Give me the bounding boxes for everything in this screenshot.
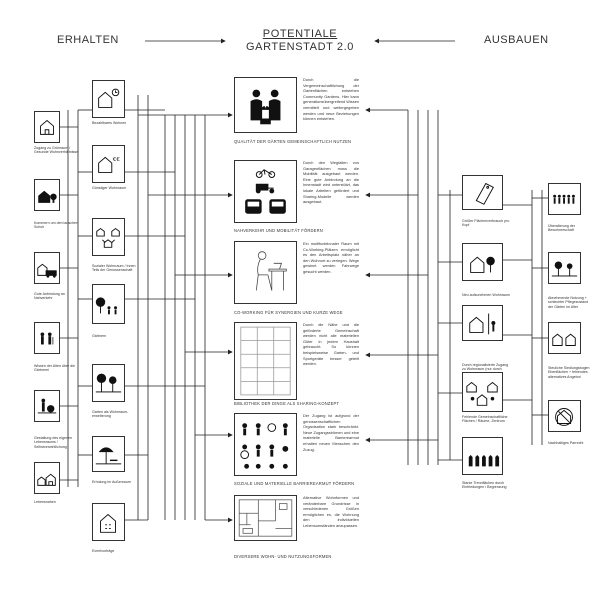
svg-text:€€: €€	[113, 157, 121, 163]
central-caption-3: CO-WORKING FÜR SYNERGIEN UND KURZE WEGE	[234, 310, 343, 315]
central-text-2: Durch den Wegfallen von Garagenflächen m…	[303, 160, 359, 205]
village-icon	[37, 473, 56, 486]
title-line-2: GARTENSTADT 2.0	[245, 41, 355, 53]
left-outer-label-3: Gute Anbindung an Nahverkehr	[34, 292, 65, 301]
central-caption-6: DIVERSERE WOHN- UND NUTZUNGSFORMEN	[234, 554, 332, 559]
house-train-icon	[37, 263, 57, 278]
central-caption-5: SOZIALE UND MATERIELLE BARRIEREARMUT FÖR…	[234, 481, 355, 486]
floorplan-icon	[238, 499, 293, 537]
central-caption-4: BIBLIOTHEK DER DINGE ALS SHARING-KONZEPT	[234, 401, 340, 406]
right-outer-box-2	[548, 252, 581, 284]
house-garden-icon	[38, 190, 57, 203]
left-inner-box-1	[92, 80, 125, 118]
house-tree-icon	[470, 256, 495, 273]
left-inner-label-5: Garten als Wohnraum-erweiterung	[92, 410, 129, 419]
right-outer-box-1	[548, 183, 581, 215]
coworking-icon	[255, 251, 287, 291]
tag-icon	[475, 182, 494, 205]
central-box-1	[234, 77, 297, 133]
right-inner-box-2	[462, 243, 503, 281]
central-text-6: Alternative Wohnformen und veränderbare …	[303, 495, 359, 528]
central-text-1: Durch die Vergemeinschaftlichung der Gar…	[303, 77, 360, 122]
left-outer-box-4	[34, 322, 60, 354]
central-box-2	[234, 160, 297, 223]
trees-icon	[551, 261, 578, 277]
left-inner-label-1: Bezahlbares Wohnen	[92, 121, 127, 125]
left-inner-box-3	[92, 218, 125, 256]
right-outer-label-1: Überalterung der Bewohnerschaft	[548, 224, 575, 233]
accessibility-icons	[240, 423, 289, 469]
left-inner-label-2: Günstiger Wohnraum	[92, 186, 127, 190]
left-outer-label-1: Zugang zu Grünraum / Gesunde Wohnverhält…	[34, 146, 79, 155]
house-euro-icon: €€	[98, 156, 121, 173]
house-sun-icon	[100, 513, 117, 533]
left-inner-box-5	[92, 364, 125, 402]
right-outer-box-4	[548, 400, 581, 432]
houses-icon	[552, 333, 576, 346]
central-text-3: Ein multifunktionaler Raum mit Co-Workin…	[303, 241, 359, 274]
diagram-title: POTENTIALE GARTENSTADT 2.0	[225, 28, 375, 54]
shelves-icon	[240, 326, 291, 396]
right-inner-label-1: Größer Flächenverbrauch pro Kopf	[462, 219, 510, 228]
community-garden-icon	[250, 89, 281, 125]
left-inner-box-4	[92, 284, 125, 324]
left-inner-box-7	[92, 503, 125, 541]
house-clock-icon	[98, 88, 120, 108]
left-inner-label-4: Gärtnern	[92, 334, 107, 338]
houses-cycle-icon	[96, 227, 120, 248]
right-outer-label-2: Abnehmende Nutzung + schlechter Pflegezu…	[548, 296, 589, 309]
central-box-4	[234, 322, 297, 400]
left-inner-box-2: €€	[92, 145, 125, 183]
left-outer-label-5: Gestaltung des eigenen Lebensraums / Sel…	[34, 436, 72, 449]
right-inner-box-1	[462, 175, 503, 210]
mobility-icon	[245, 169, 286, 214]
left-outer-label-6: Lebensnahen	[34, 500, 56, 504]
left-outer-label-2: Kommern um den lauschen Schuh	[34, 221, 78, 230]
right-inner-label-4: Fehlende Gemeinschaftliche Flächen / Räu…	[462, 415, 508, 424]
left-outer-label-4: Wissen der Alten über die Gärtnerei	[34, 364, 75, 373]
fence-icon	[468, 455, 500, 467]
left-outer-box-3	[34, 252, 60, 284]
left-inner-label-7: Eventvorträge	[92, 549, 115, 553]
right-inner-label-2: Neu aufzunehmen Wohnraum	[462, 293, 510, 297]
header-left: ERHALTEN	[57, 34, 119, 46]
right-outer-label-3: Steuliche Siedlungsbogen Ebenflächen + f…	[548, 366, 590, 379]
right-inner-box-4	[462, 372, 503, 412]
central-caption-1: QUALITÄT DER GÄRTEN GEMEINSCHAFTLICH NUT…	[234, 139, 352, 144]
right-inner-box-3	[462, 305, 503, 341]
no-house-icon	[555, 408, 573, 426]
left-outer-box-6	[34, 462, 60, 494]
left-inner-label-3: Sozialer Wohnraum / Innen Teils der Geno…	[92, 264, 136, 273]
header-right: AUSBAUEN	[484, 34, 549, 46]
left-outer-box-1	[34, 111, 60, 143]
house-person-icon	[469, 313, 496, 335]
right-inner-label-5: Starke Trennflächen durch Einfriedungen …	[462, 481, 507, 490]
central-caption-2: NAHVERKEHR UND MOBILITÄT FÖRDERN	[234, 228, 323, 233]
central-text-4: Durch die Nähe und die geförderte Gemein…	[303, 322, 359, 367]
trees-people-icon	[95, 297, 118, 315]
central-box-6	[234, 495, 297, 541]
left-outer-box-2	[34, 179, 60, 211]
garden-trees-icon	[95, 373, 122, 393]
right-inner-box-5	[462, 437, 503, 475]
left-inner-box-6	[92, 436, 125, 472]
central-box-3	[234, 241, 297, 304]
elderly-people-icon	[40, 332, 54, 345]
title-line-1: POTENTIALE	[262, 28, 338, 40]
right-outer-label-4: Nachhaltiges Parrecht	[548, 441, 584, 445]
umbrella-chair-icon	[95, 447, 122, 465]
left-inner-label-6: Erholung im Außenraum	[92, 480, 131, 484]
houses-people-icon	[466, 381, 498, 406]
house-icon	[40, 119, 54, 135]
person-tools-icon	[37, 398, 57, 414]
crowd-icon	[553, 194, 575, 204]
right-outer-box-3	[548, 322, 581, 354]
central-text-5: Der Zugang ist aufgrund der genossenscha…	[303, 413, 359, 452]
central-box-5	[234, 413, 297, 476]
left-outer-box-5	[34, 390, 60, 422]
